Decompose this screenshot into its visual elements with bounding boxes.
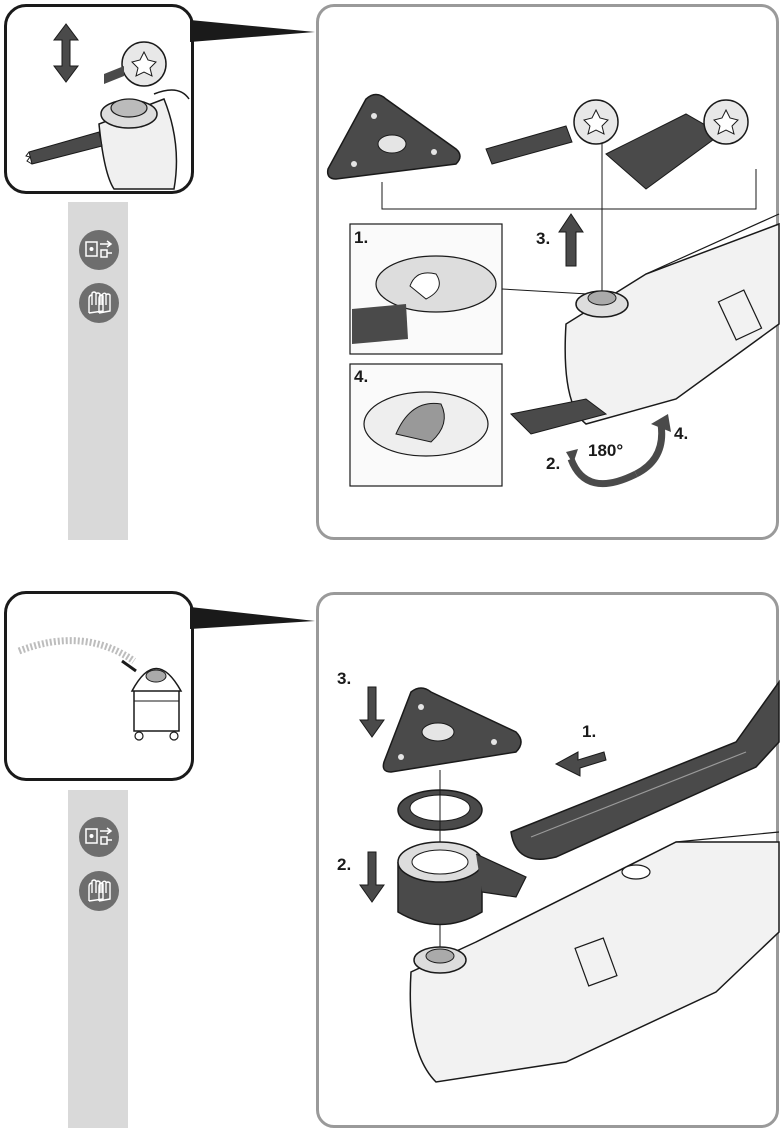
step-1-label: 1. (354, 228, 369, 247)
unplug-power-icon (79, 817, 119, 857)
dust-extraction-illustration (359, 679, 780, 1083)
step-2-label: 2. (546, 454, 561, 473)
step-3-label: 3. (337, 669, 352, 688)
callout-illustration (25, 23, 190, 190)
accessories-illustration (326, 93, 780, 488)
step-3-label: 3. (536, 229, 551, 248)
callout-pointer (190, 20, 315, 42)
rotation-angle-label: 180° (588, 441, 624, 460)
wear-gloves-icon (79, 871, 119, 911)
vacuum-illustration (17, 637, 183, 741)
step-4-inset-label: 4. (354, 367, 369, 386)
callout-pointer-2 (190, 607, 315, 629)
step-4-label: 4. (674, 424, 689, 443)
wear-gloves-icon (79, 283, 119, 323)
step-1-label: 1. (582, 722, 597, 741)
unplug-power-icon (79, 230, 119, 270)
step-2-label: 2. (337, 855, 352, 874)
